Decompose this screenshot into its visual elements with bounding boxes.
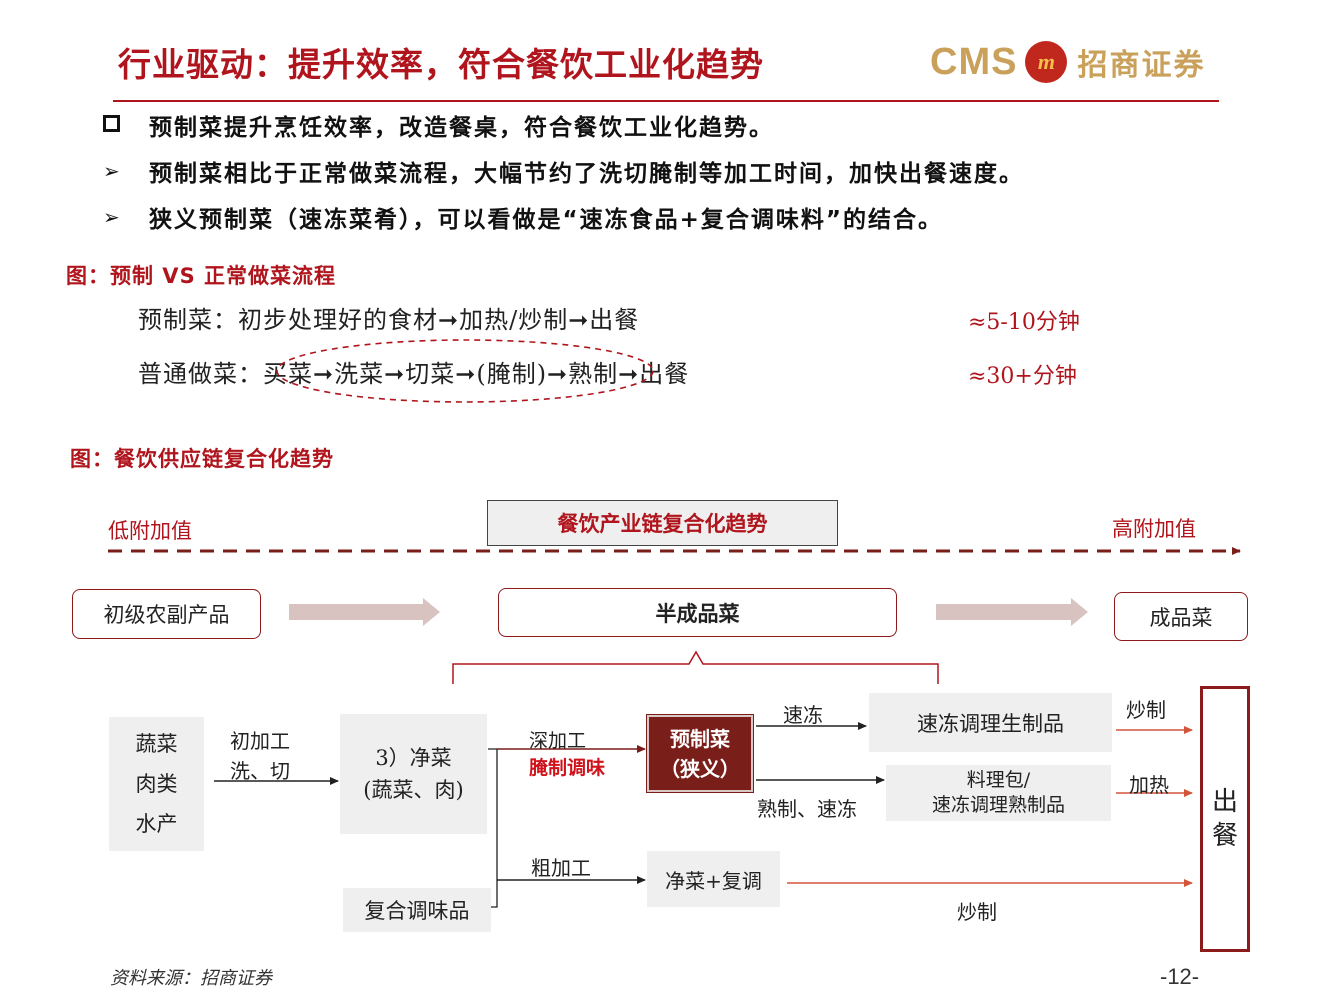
prepared-dish-flow: 预制菜：初步处理好的食材➞加热/炒制➞出餐: [138, 306, 640, 334]
stage-arrow-1: [289, 598, 440, 626]
logo-badge-icon: m: [1025, 41, 1068, 83]
serve-box: 出 餐: [1200, 686, 1250, 952]
cooked-product-box: 料理包/ 速冻调理熟制品: [886, 765, 1111, 821]
source-note: 资料来源：招商证券: [110, 968, 272, 989]
bullet-1: 预制菜提升烹饪效率，改造餐桌，符合餐饮工业化趋势。: [103, 108, 774, 142]
low-value-label: 低附加值: [108, 519, 192, 543]
bullet-text: 预制菜提升烹饪效率，改造餐桌，符合餐饮工业化趋势。: [149, 115, 774, 141]
bullet-text: 狭义预制菜（速冻菜肴），可以看做是“速冻食品+复合调味料”的结合。: [149, 207, 944, 233]
bullet-2: ➢ 预制菜相比于正常做菜流程，大幅节约了洗切腌制等加工时间，加快出餐速度。: [103, 154, 1024, 188]
raw-seafood: 水产: [135, 812, 178, 836]
stage-arrow-2: [936, 598, 1088, 626]
figure2-caption: 图：餐饮供应链复合化趋势: [70, 447, 334, 471]
arrow-bullet-icon: ➢: [103, 205, 122, 229]
cook-freeze-label: 熟制、速冻: [757, 797, 857, 821]
raw-vegetable: 蔬菜: [135, 732, 178, 756]
bullet-text: 预制菜相比于正常做菜流程，大幅节约了洗切腌制等加工时间，加快出餐速度。: [149, 161, 1024, 187]
clean-vegetables-box: 3）净菜 (蔬菜、肉): [340, 714, 487, 834]
stage-primary-products: 初级农副产品: [72, 589, 261, 639]
logo-chinese: 招商证券: [1077, 48, 1206, 83]
arrow-bullet-icon: ➢: [103, 159, 122, 183]
page-title: 行业驱动：提升效率，符合餐饮工业化趋势: [118, 45, 764, 84]
page-number: -12-: [1160, 964, 1200, 989]
cms-logo: CMS m 招商证券: [930, 38, 1205, 86]
logo-latin: CMS: [930, 40, 1018, 83]
clean-veg-seasoning-box: 净菜+复调: [647, 851, 780, 907]
raw-meat: 肉类: [135, 772, 178, 796]
initial-processing-label: 初加工 洗、切: [230, 729, 290, 783]
quick-freeze-label: 速冻: [783, 703, 823, 727]
semi-finished-bracket: [452, 650, 939, 684]
frozen-raw-product-box: 速冻调理生制品: [869, 693, 1112, 752]
deep-processing-label: 深加工: [529, 730, 587, 752]
stir-fry-bottom-label: 炒制: [957, 900, 997, 924]
trend-title-box: 餐饮产业链复合化趋势: [487, 500, 838, 546]
square-bullet-icon: [103, 113, 149, 137]
title-divider: [113, 100, 1219, 102]
stage-semi-finished: 半成品菜: [498, 588, 897, 637]
normal-cooking-flow: 普通做菜：买菜➞洗菜➞切菜➞(腌制)➞熟制➞出餐: [138, 360, 690, 388]
normal-cooking-time: ≈30+分钟: [968, 364, 1077, 389]
rough-processing-label: 粗加工: [531, 856, 591, 880]
prepared-dish-narrow-box: 预制菜 （狭义）: [647, 715, 753, 792]
stir-fry-label: 炒制: [1126, 698, 1166, 722]
prepared-dish-time: ≈5-10分钟: [968, 310, 1080, 335]
high-value-label: 高附加值: [1112, 517, 1196, 541]
raw-materials-box: 蔬菜 肉类 水产: [109, 717, 204, 851]
stage-finished-dish: 成品菜: [1114, 592, 1248, 641]
compound-seasoning-box: 复合调味品: [343, 888, 491, 932]
heat-label: 加热: [1129, 773, 1169, 797]
figure1-caption: 图：预制 VS 正常做菜流程: [66, 264, 336, 288]
marinate-label: 腌制调味: [529, 757, 606, 779]
bullet-3: ➢ 狭义预制菜（速冻菜肴），可以看做是“速冻食品+复合调味料”的结合。: [103, 200, 943, 234]
